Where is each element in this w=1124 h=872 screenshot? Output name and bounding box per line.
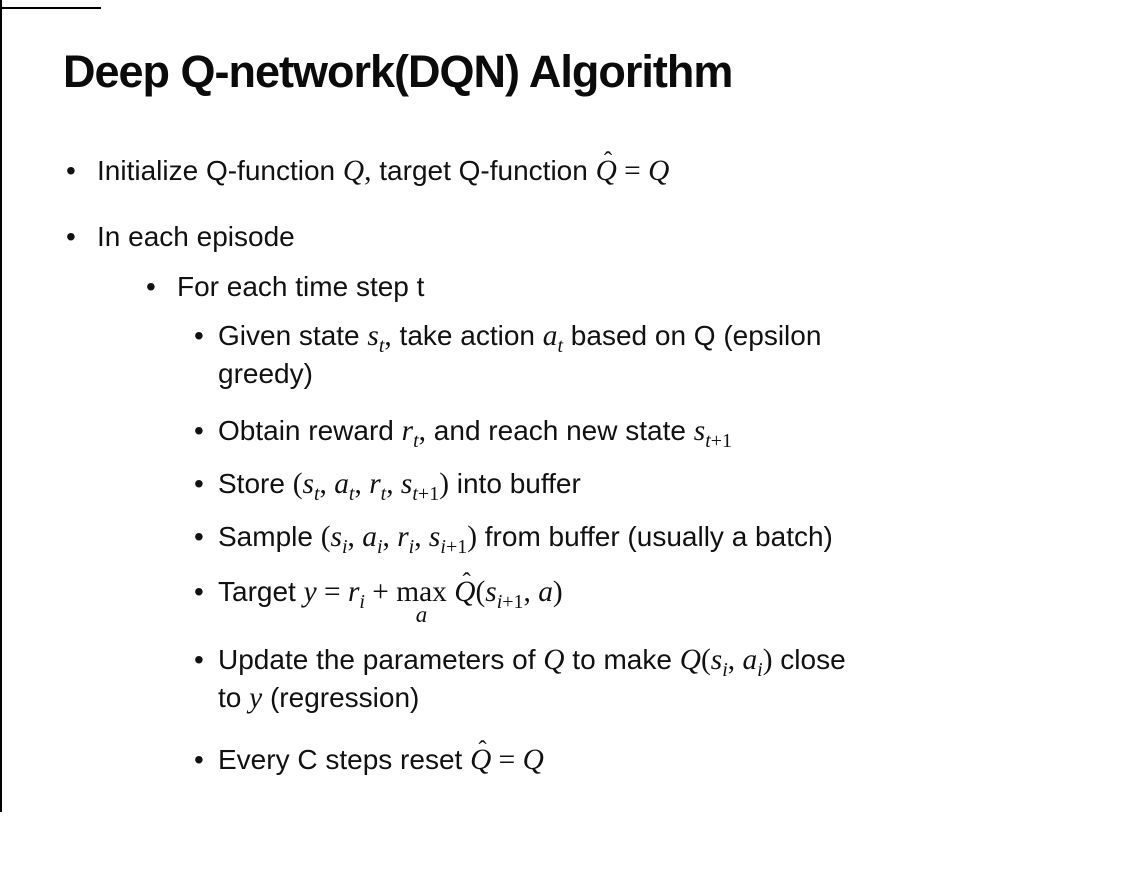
slide-border-top [0,7,101,9]
slide-border-left [0,0,2,812]
slide-title: Deep Q-network(DQN) Algorithm [63,46,733,97]
bullet-list: Initialize Q-function Q, target Q-functi… [0,148,1108,779]
bullet-item: Store (st, at, rt, st+1) into buffer [0,465,1108,504]
bullet-item: Obtain reward rt, and reach new state st… [0,412,1108,451]
bullet-item: Every C steps reset Qˆ = Q [0,737,1108,779]
bullet-item: Update the parameters of Q to make Q(si,… [0,641,1108,717]
bullet-item: Sample (si, ai, ri, si+1) from buffer (u… [0,518,1108,557]
bullet-item: For each time step t [0,268,1108,305]
bullet-item: Given state st, take action at based on … [0,317,1108,392]
bullet-item: Initialize Q-function Q, target Q-functi… [0,148,1108,190]
bullet-item: In each episode [0,218,1108,255]
